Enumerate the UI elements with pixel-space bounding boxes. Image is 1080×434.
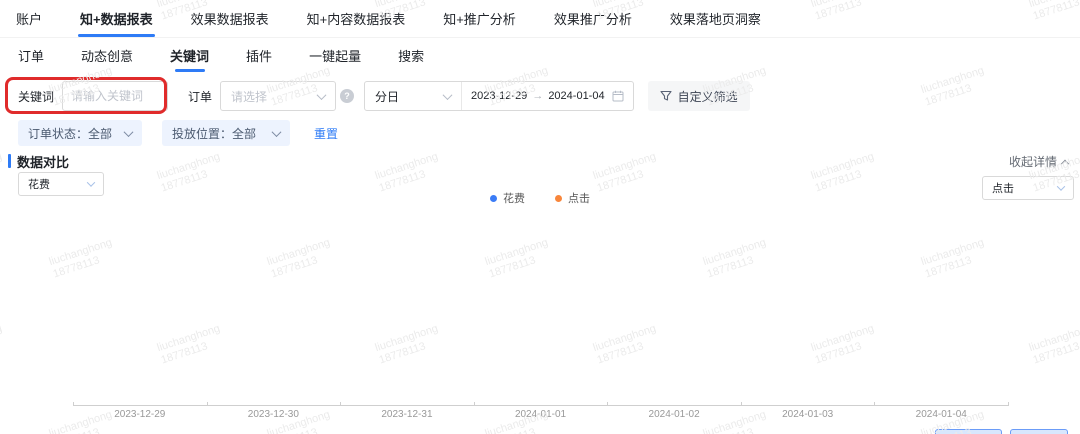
- sub-tab-5[interactable]: 搜索: [398, 48, 425, 64]
- collapse-label: 收起详情: [1008, 154, 1057, 169]
- keyword-input[interactable]: [62, 81, 169, 111]
- top-tab-5[interactable]: 效果推广分析: [553, 12, 632, 27]
- date-end: 2024-01-04: [548, 90, 605, 102]
- top-tab-2[interactable]: 效果数据报表: [190, 12, 269, 27]
- date-arrow: →: [532, 90, 544, 102]
- divider: [461, 82, 463, 110]
- placement-value: 投放位置：全部: [172, 126, 257, 141]
- keyword-label: 关键词: [18, 89, 55, 104]
- legend-item[interactable]: 花费: [490, 190, 525, 206]
- axis-tick: [73, 402, 74, 406]
- section-header: 数据对比 收起详情: [0, 152, 1080, 170]
- sub-nav: 订单 动态创意 关键词 插件 一键起量 搜索: [0, 38, 1080, 72]
- filter-row-secondary: 订单状态：全部 投放位置：全部 重置: [0, 120, 1080, 146]
- placement-select[interactable]: 投放位置：全部: [162, 120, 290, 146]
- x-axis-label: 2024-01-02: [648, 409, 700, 420]
- date-start: 2023-12-29: [471, 90, 528, 102]
- order-select[interactable]: 请选择: [220, 81, 337, 111]
- axis-tick: [607, 402, 609, 406]
- section-accent-bar: [8, 154, 11, 168]
- sub-tab-0[interactable]: 订单: [18, 48, 45, 64]
- bottom-action-button-2[interactable]: [1010, 429, 1068, 434]
- date-range-picker[interactable]: 2023-12-29 → 2024-01-04: [462, 90, 633, 102]
- chart-x-axis-labels: 2023-12-29 2023-12-30 2023-12-31 2024-01-01…: [73, 409, 1008, 420]
- sub-tab-1[interactable]: 动态创意: [81, 48, 134, 64]
- legend-label: 点击: [568, 193, 590, 205]
- sub-tab-2[interactable]: 关键词: [170, 38, 209, 72]
- date-granularity-combo: 分日 2023-12-29 → 2024-01-04: [364, 81, 634, 111]
- chevron-down-icon: [123, 126, 134, 137]
- axis-tick: [206, 402, 208, 406]
- chevron-down-icon: [316, 89, 327, 100]
- top-nav: 账户 知+数据报表 效果数据报表 知+内容数据报表 知+推广分析 效果推广分析 效果落地页洞…: [0, 0, 1080, 38]
- legend-dot-icon: [555, 194, 562, 202]
- top-tab-3[interactable]: 知+内容数据报表: [306, 12, 406, 27]
- legend-dot-icon: [490, 194, 497, 202]
- axis-tick: [340, 402, 342, 406]
- filter-icon: [660, 90, 672, 101]
- section-title: 数据对比: [17, 154, 70, 170]
- order-label: 订单: [188, 89, 213, 104]
- x-axis-label: 2023-12-30: [247, 409, 299, 420]
- custom-filter-button[interactable]: 自定义筛选: [647, 81, 750, 111]
- top-tab-6[interactable]: 效果落地页洞察: [669, 12, 761, 27]
- chevron-down-icon: [86, 178, 96, 187]
- order-status-value: 订单状态：全部: [28, 126, 113, 141]
- top-tab-0[interactable]: 账户: [16, 12, 43, 27]
- help-icon[interactable]: ?: [340, 89, 355, 103]
- top-tab-4[interactable]: 知+推广分析: [443, 12, 516, 27]
- filter-row-primary: 关键词 订单 请选择 ? 分日 2023-12-29 → 2024-01-04: [0, 80, 1080, 112]
- chart-legend: 花费 点击: [0, 190, 1080, 206]
- order-status-select[interactable]: 订单状态：全部: [18, 120, 142, 146]
- collapse-details-link[interactable]: 收起详情: [1008, 153, 1070, 170]
- reset-link[interactable]: 重置: [314, 126, 339, 141]
- chevron-up-icon: [1060, 159, 1070, 169]
- x-axis-label: 2023-12-31: [381, 409, 433, 420]
- axis-tick: [740, 402, 742, 406]
- axis-tick: [1008, 402, 1009, 406]
- chevron-down-icon: [271, 126, 282, 137]
- left-metric-value: 花费: [28, 179, 50, 191]
- axis-tick: [473, 402, 475, 406]
- x-axis-label: 2024-01-03: [782, 409, 834, 420]
- calendar-icon: [612, 90, 624, 102]
- right-metric-value: 点击: [992, 183, 1014, 195]
- chart-x-axis: [73, 402, 1009, 406]
- sub-tab-3[interactable]: 插件: [246, 48, 273, 64]
- left-metric-select[interactable]: 花费: [18, 172, 104, 196]
- axis-tick: [874, 402, 876, 406]
- granularity-select[interactable]: 分日: [365, 88, 461, 105]
- x-axis-label: 2024-01-04: [915, 409, 967, 420]
- legend-label: 花费: [503, 193, 525, 205]
- custom-filter-label: 自定义筛选: [677, 89, 738, 104]
- granularity-value: 分日: [375, 89, 400, 104]
- bottom-action-button-1[interactable]: [935, 429, 1002, 434]
- right-metric-select[interactable]: 点击: [982, 176, 1074, 200]
- sub-tab-4[interactable]: 一键起量: [309, 48, 362, 64]
- legend-item[interactable]: 点击: [555, 190, 590, 206]
- chevron-down-icon: [442, 89, 453, 100]
- top-tab-1[interactable]: 知+数据报表: [78, 0, 155, 37]
- order-select-placeholder: 请选择: [231, 89, 268, 104]
- x-axis-label: 2024-01-01: [514, 409, 567, 420]
- x-axis-label: 2023-12-29: [114, 409, 166, 420]
